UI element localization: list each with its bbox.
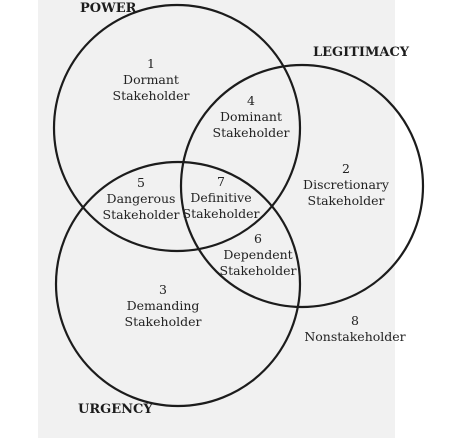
region-number: 2 [342, 161, 350, 176]
region-4-dominant: 4 Dominant Stakeholder [213, 93, 290, 140]
region-number: 5 [137, 175, 145, 190]
region-name: Dormant [123, 72, 179, 87]
region-type: Stakeholder [213, 125, 290, 140]
region-name: Demanding [127, 298, 200, 313]
region-type: Stakeholder [125, 314, 202, 329]
region-5-dangerous: 5 Dangerous Stakeholder [103, 175, 180, 222]
urgency-label: URGENCY [78, 402, 153, 417]
region-1-dormant: 1 Dormant Stakeholder [113, 56, 190, 103]
region-name: Dependent [223, 247, 292, 262]
region-type: Stakeholder [183, 206, 260, 221]
region-number: 1 [147, 56, 155, 71]
region-name: Discretionary [303, 177, 390, 192]
legitimacy-label: LEGITIMACY [313, 45, 410, 60]
region-8-nonstakeholder: 8 Nonstakeholder [304, 313, 405, 344]
region-number: 8 [351, 313, 359, 328]
region-name: Dangerous [107, 191, 176, 206]
region-type: Stakeholder [220, 263, 297, 278]
region-type: Stakeholder [308, 193, 385, 208]
power-circle [52, 3, 302, 253]
region-number: 4 [247, 93, 255, 108]
diagram-background [38, 0, 395, 438]
region-3-demanding: 3 Demanding Stakeholder [125, 282, 202, 329]
region-2-discretionary: 2 Discretionary Stakeholder [303, 161, 390, 208]
region-name: Definitive [190, 190, 251, 205]
region-type: Stakeholder [103, 207, 180, 222]
legitimacy-circle [179, 63, 425, 309]
region-7-definitive: 7 Definitive Stakeholder [183, 174, 260, 221]
power-label: POWER [80, 1, 137, 16]
region-number: 6 [254, 231, 262, 246]
region-name: Nonstakeholder [304, 329, 405, 344]
region-6-dependent: 6 Dependent Stakeholder [220, 231, 297, 278]
region-name: Dominant [220, 109, 282, 124]
region-type: Stakeholder [113, 88, 190, 103]
urgency-circle [54, 160, 302, 408]
region-number: 7 [217, 174, 225, 189]
region-number: 3 [159, 282, 167, 297]
